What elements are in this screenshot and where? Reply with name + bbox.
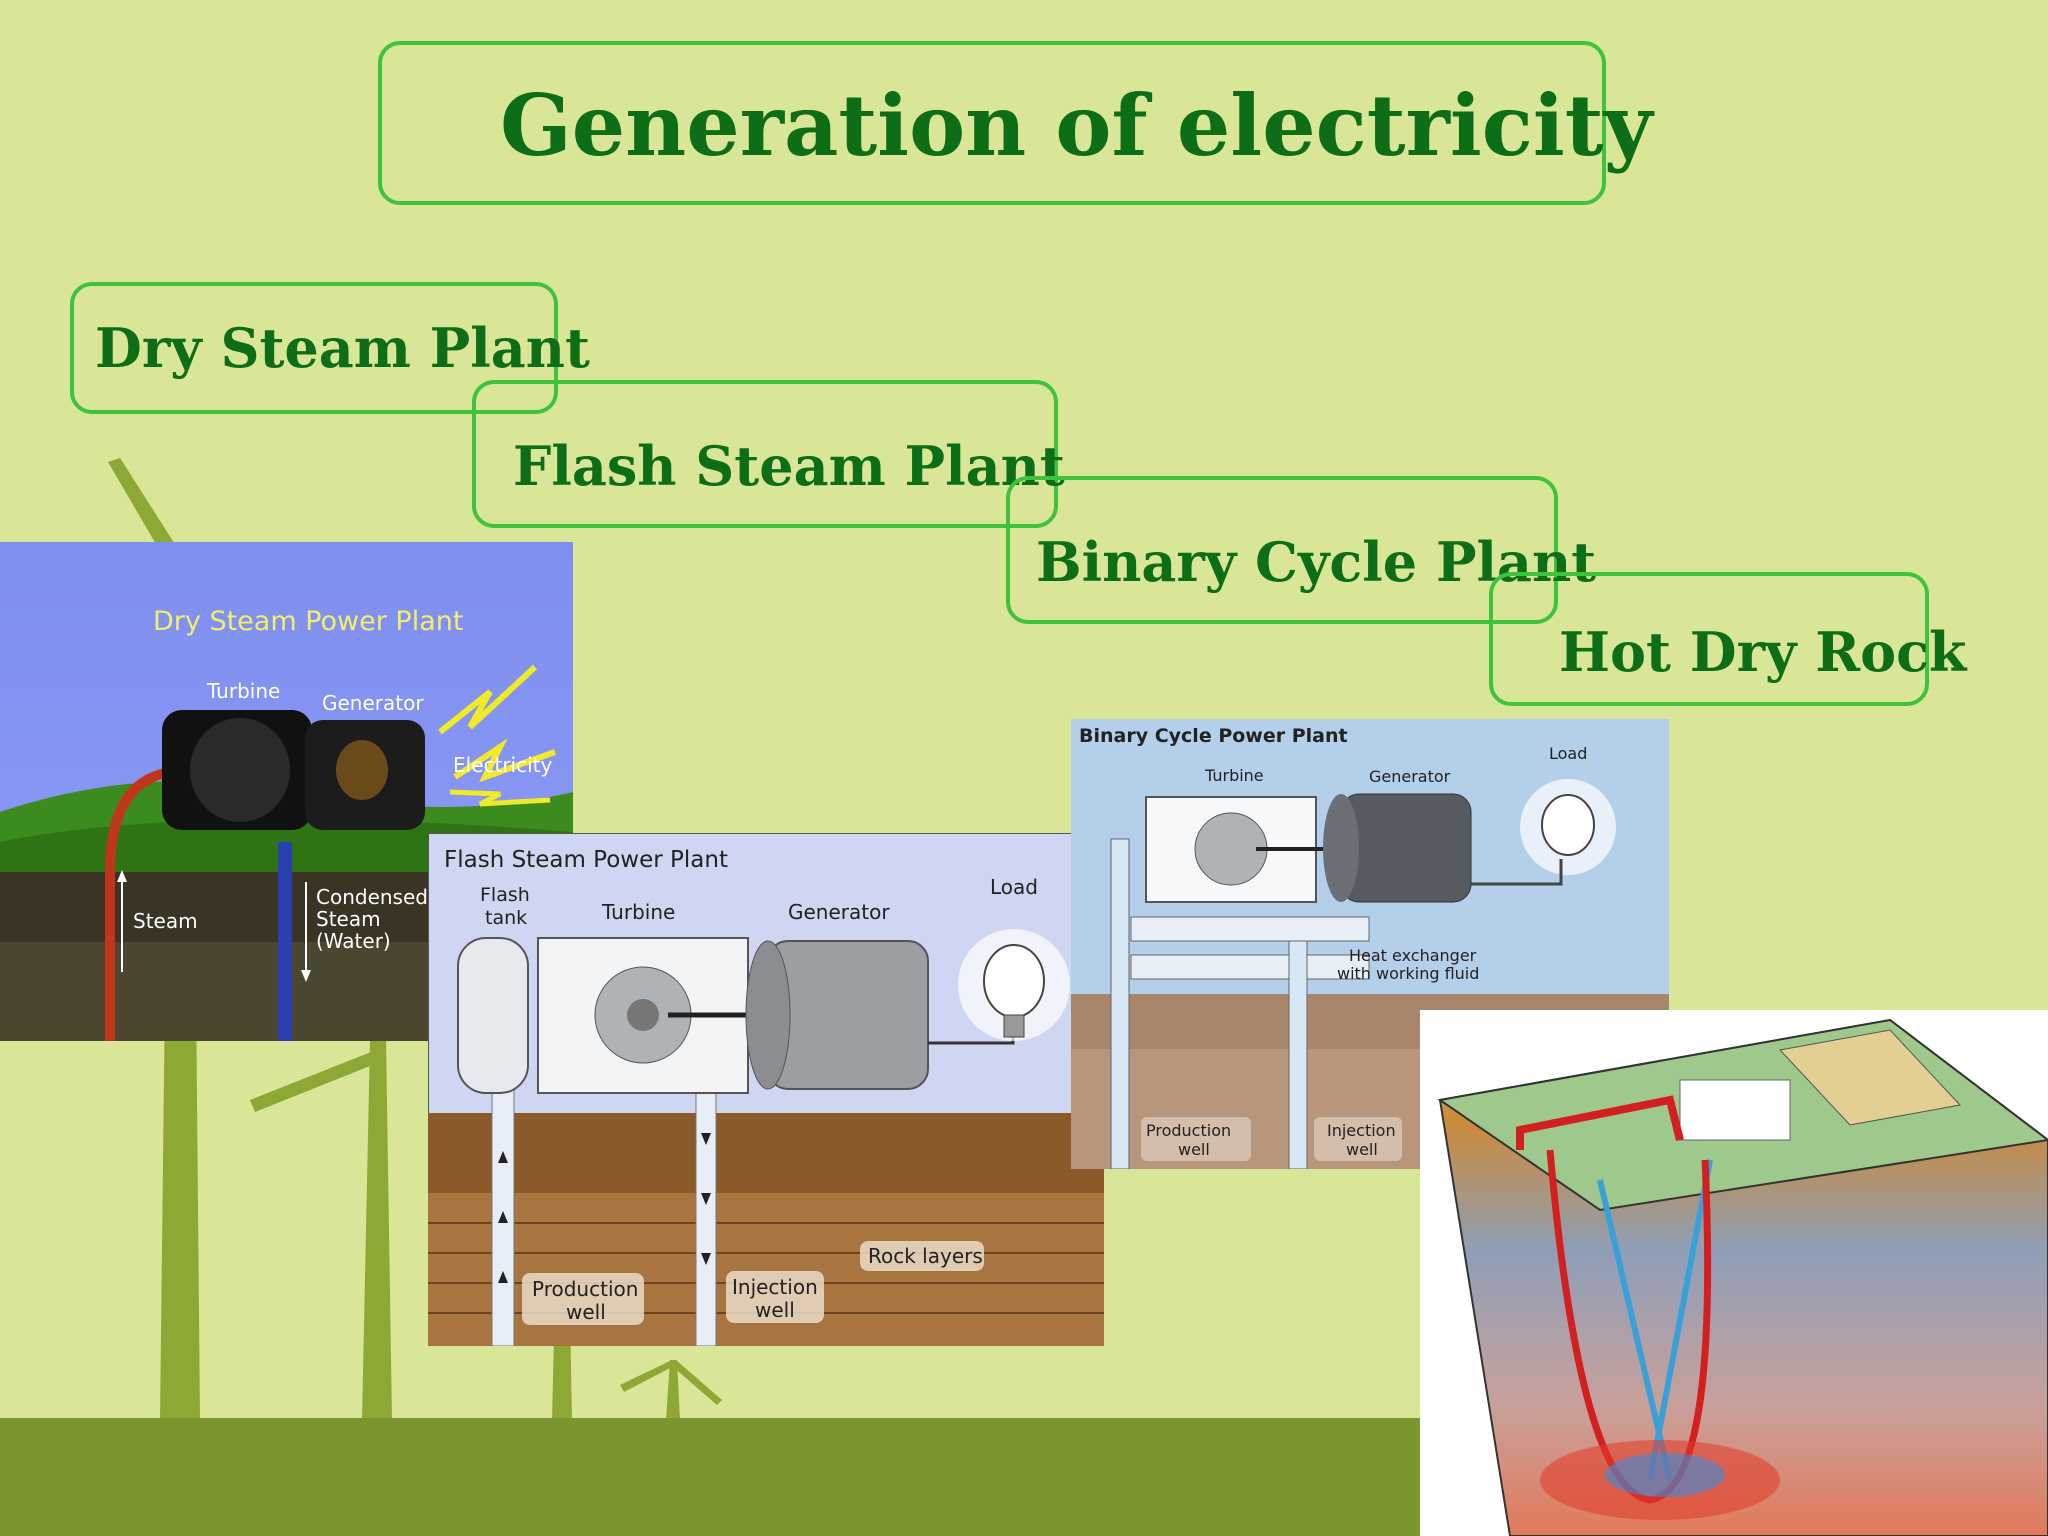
flash-generator-label: Generator — [788, 900, 890, 924]
flash-injection-label-2: well — [755, 1298, 795, 1322]
binary-production-label-2: well — [1178, 1140, 1210, 1159]
hot-dry-rock-diagram — [1420, 1010, 2048, 1536]
flash-steam-box — [472, 380, 1058, 528]
flash-steam-diagram: Flash Steam Power Plant Flash tank Turbi… — [428, 833, 1104, 1346]
flash-production-label-1: Production — [532, 1277, 638, 1301]
flash-load-label: Load — [990, 875, 1038, 899]
binary-injection-label-2: well — [1346, 1140, 1378, 1159]
binary-turbine-label: Turbine — [1204, 766, 1264, 785]
binary-cycle-diagram: Binary Cycle Power Plant Load Turbine Ge… — [1071, 719, 1669, 1169]
hot-dry-rock-box — [1489, 572, 1929, 706]
flash-tank-label-1: Flash — [480, 884, 530, 906]
flash-rock-label: Rock layers — [868, 1244, 983, 1268]
binary-hx-label-1: Heat exchanger — [1349, 946, 1477, 965]
flash-diagram-title: Flash Steam Power Plant — [444, 847, 728, 873]
binary-production-label-1: Production — [1146, 1121, 1231, 1140]
flash-steam-label: Flash Steam Plant — [513, 434, 1065, 498]
dry-steam-label: Dry Steam Plant — [95, 316, 590, 380]
dry-diagram-title: Dry Steam Power Plant — [153, 606, 463, 637]
binary-generator-label: Generator — [1369, 767, 1451, 786]
page-title: Generation of electricity — [500, 76, 1653, 175]
binary-hx-label-2: with working fluid — [1337, 964, 1479, 983]
hot-dry-rock-label: Hot Dry Rock — [1559, 620, 1967, 684]
binary-injection-label-1: Injection — [1327, 1121, 1396, 1140]
dry-condensed-label-3: (Water) — [316, 929, 391, 953]
flash-injection-label-1: Injection — [732, 1275, 818, 1299]
binary-cycle-box — [1006, 476, 1558, 624]
dry-condensed-label-1: Condensed — [316, 885, 428, 909]
binary-load-label: Load — [1549, 744, 1587, 763]
dry-condensed-label-2: Steam — [316, 907, 381, 931]
dry-electricity-label: Electricity — [453, 753, 553, 777]
flash-tank-label-2: tank — [485, 907, 527, 929]
dry-turbine-label: Turbine — [206, 679, 280, 703]
flash-turbine-label: Turbine — [601, 900, 675, 924]
dry-steam-box — [70, 282, 558, 414]
binary-diagram-title: Binary Cycle Power Plant — [1079, 725, 1348, 747]
flash-production-label-2: well — [566, 1300, 606, 1324]
title-box — [378, 41, 1606, 205]
dry-steam-arrow-label: Steam — [133, 909, 198, 933]
dry-generator-label: Generator — [322, 691, 424, 715]
